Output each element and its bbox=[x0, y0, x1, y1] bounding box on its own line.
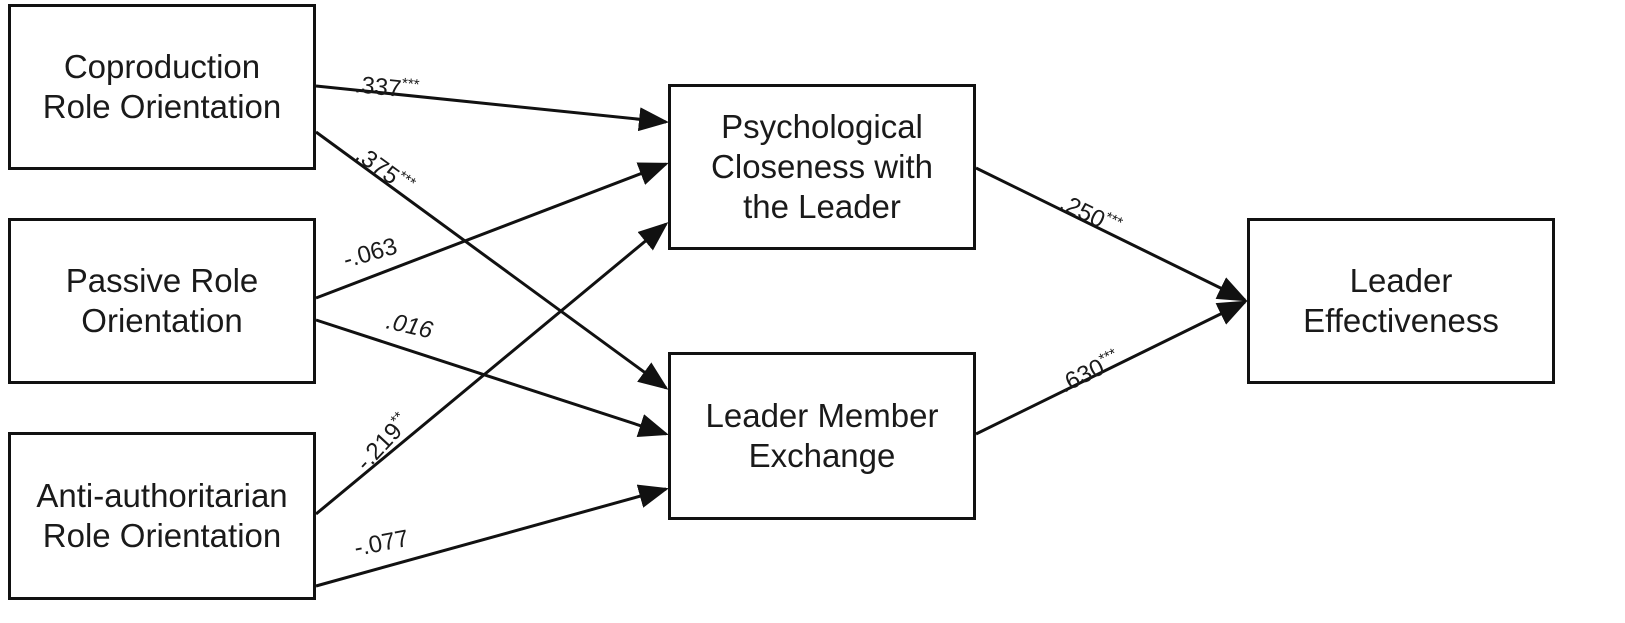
arrow-anti-to-lmx bbox=[315, 484, 669, 588]
arrow-coproduction-to-psych bbox=[315, 84, 669, 132]
node-leader-effectiveness: Leader Effectiveness bbox=[1247, 218, 1555, 384]
node-label-line: Passive Role bbox=[65, 262, 259, 299]
node-label-line: Closeness with bbox=[711, 148, 933, 185]
coef-label-psych-effect: .250*** bbox=[1055, 188, 1125, 241]
arrow-coproduction-to-lmx bbox=[315, 130, 669, 390]
node-label-line: Orientation bbox=[81, 302, 243, 339]
arrow-anti-to-psych bbox=[315, 222, 669, 516]
node-coproduction-role-orientation: Coproduction Role Orientation bbox=[8, 4, 316, 170]
coef-label-anti-psych: -.219** bbox=[350, 408, 416, 476]
node-psychological-closeness: Psychological Closeness with the Leader bbox=[668, 84, 976, 250]
coef-label-copro-lmx: .375*** bbox=[350, 140, 419, 201]
node-label-line: the Leader bbox=[743, 188, 901, 225]
arrow-passive-to-psych bbox=[315, 162, 669, 300]
node-label-line: Role Orientation bbox=[42, 517, 282, 554]
node-label-line: Effectiveness bbox=[1303, 302, 1499, 339]
arrow-psych-to-effect bbox=[975, 166, 1248, 302]
node-label-line: Leader bbox=[1349, 262, 1453, 299]
node-label-line: Exchange bbox=[748, 437, 896, 474]
node-passive-role-orientation: Passive Role Orientation bbox=[8, 218, 316, 384]
node-label-line: Anti-authoritarian bbox=[36, 477, 288, 514]
node-label-line: Role Orientation bbox=[42, 88, 282, 125]
node-label-line: Leader Member bbox=[705, 397, 939, 434]
node-label-line: Psychological bbox=[721, 108, 923, 145]
node-leader-member-exchange: Leader Member Exchange bbox=[668, 352, 976, 520]
coef-label-copro-psych: .337*** bbox=[353, 70, 420, 105]
node-anti-authoritarian-role-orientation: Anti-authoritarian Role Orientation bbox=[8, 432, 316, 600]
arrow-lmx-to-effect bbox=[975, 300, 1248, 436]
node-label-line: Coproduction bbox=[63, 48, 261, 85]
coef-label-anti-lmx: -.077 bbox=[352, 525, 411, 562]
coef-label-lmx-effect: .630*** bbox=[1054, 345, 1124, 398]
arrow-passive-to-lmx bbox=[315, 318, 669, 438]
coef-label-passive-lmx: .016 bbox=[384, 308, 436, 345]
